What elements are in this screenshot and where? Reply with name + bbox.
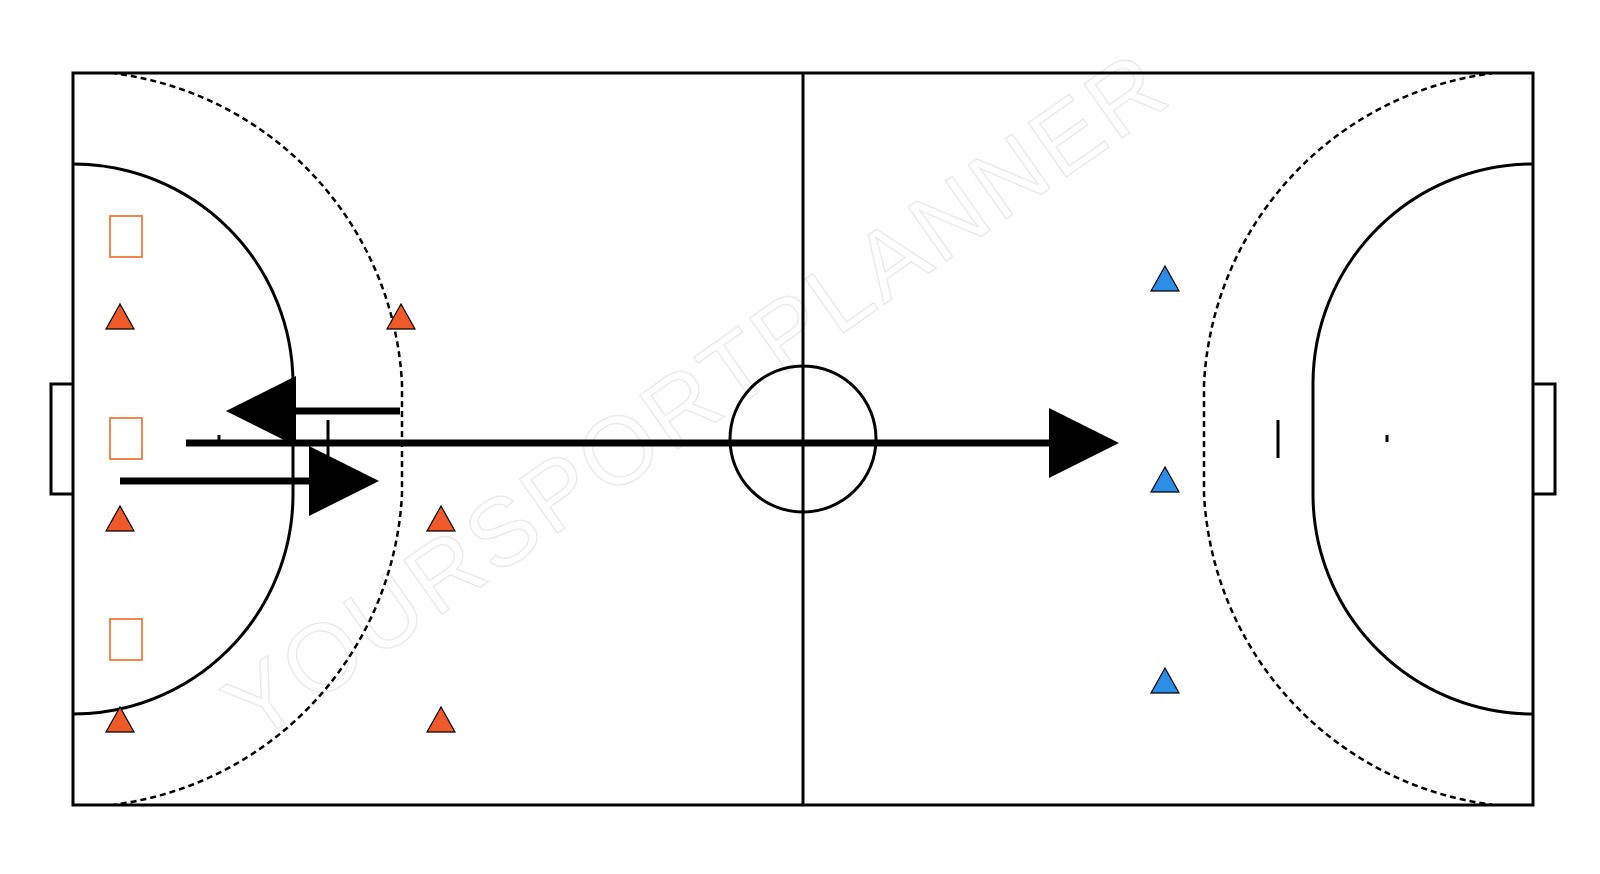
left-goal <box>49 382 75 496</box>
orange-player-triangle-icon <box>385 302 417 330</box>
cone-square-icon <box>109 618 143 661</box>
orange-player-triangle-icon <box>425 705 457 733</box>
blue-player-triangle-icon <box>1149 666 1181 694</box>
center-circle <box>728 364 878 514</box>
orange-player-triangle-icon <box>104 504 136 532</box>
left-free-throw-line <box>110 71 404 807</box>
orange-player-triangle-icon <box>104 302 136 330</box>
cone-square-icon <box>109 417 143 460</box>
blue-player-triangle-icon <box>1149 264 1181 292</box>
orange-player-triangle-icon <box>104 705 136 733</box>
right-goal <box>1531 382 1557 496</box>
left-goal-area <box>72 162 295 716</box>
right-goal-area <box>1311 162 1534 716</box>
right-free-throw-line <box>1202 71 1496 807</box>
cone-square-icon <box>109 215 143 258</box>
blue-player-triangle-icon <box>1149 465 1181 493</box>
orange-player-triangle-icon <box>425 504 457 532</box>
